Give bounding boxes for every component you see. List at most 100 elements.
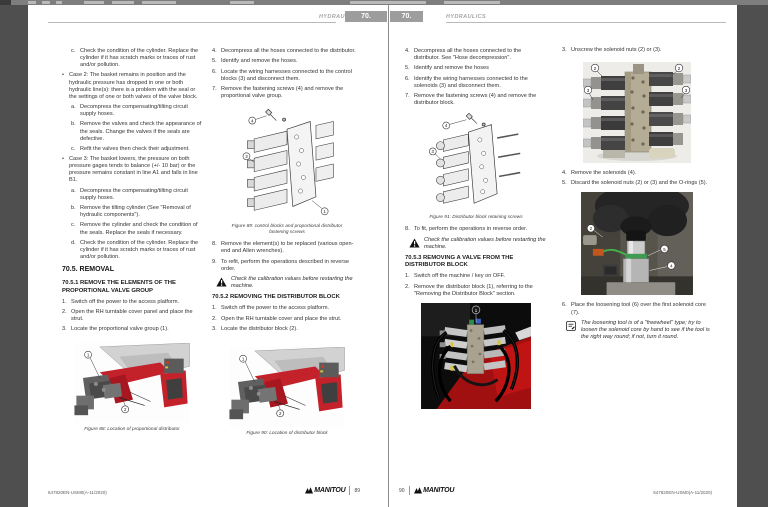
toolbar-button[interactable] xyxy=(28,1,36,4)
manitou-logo-icon xyxy=(304,487,313,494)
item-text: Remove the distributor block (1), referr… xyxy=(414,283,533,297)
list-item: b. Remove the valves and check the appea… xyxy=(71,121,202,142)
page-divider xyxy=(388,5,389,507)
toolbar-button[interactable] xyxy=(230,1,254,4)
brand-logo: MANITOU xyxy=(413,487,455,494)
list-item: 7. Remove the fastening screws (4) and r… xyxy=(212,86,362,100)
item-text: Refit the valves then check their adjust… xyxy=(80,145,190,152)
warning-block: Check the calibration values before rest… xyxy=(409,237,547,251)
footer-divider xyxy=(349,486,351,495)
menu-button[interactable] xyxy=(0,0,11,5)
callout-3-right: 3 xyxy=(680,85,691,99)
item-label: 6. xyxy=(212,68,217,75)
toolbar-button[interactable] xyxy=(444,1,500,4)
figure-91-illustration: 4 3 xyxy=(427,113,525,212)
item-label: 1. xyxy=(62,298,67,305)
subsection-heading: 70.5.2 REMOVING THE DISTRIBUTOR BLOCK xyxy=(212,294,340,301)
bullet-marker xyxy=(62,156,69,184)
toolbar-button[interactable] xyxy=(56,1,62,4)
item-text: Case 3: The basket lowers, the pressure … xyxy=(69,156,198,184)
item-label: c. xyxy=(71,48,76,54)
list-item: 4. Remove the solenoids (4). xyxy=(562,170,712,177)
list-item: 8. To fit, perform the operations in rev… xyxy=(405,226,547,233)
item-text: Remove the tilting cylinder (See "Remova… xyxy=(80,205,191,219)
callout-5: 5 xyxy=(647,245,669,257)
item-text: Locate the wiring harnesses connected to… xyxy=(221,68,352,82)
item-label: 1. xyxy=(405,273,410,280)
footer-document-ref: 647820EN-USM0(A-11/2020) xyxy=(48,490,107,495)
svg-text:2: 2 xyxy=(124,407,127,412)
item-label: d. xyxy=(71,239,76,246)
brand-name: MANITOU xyxy=(314,487,346,494)
callout-1: 1 xyxy=(311,200,329,216)
svg-text:1: 1 xyxy=(323,209,326,214)
svg-text:2: 2 xyxy=(279,411,282,416)
list-item: 1. Switch off the machine / key on OFF. xyxy=(405,273,547,280)
list-item: 6. Identify the wiring harnesses connect… xyxy=(405,76,547,90)
item-label: 5. xyxy=(562,180,567,187)
toolbar-button[interactable] xyxy=(142,1,176,4)
note-block: The loosening tool is of a "freewheel" t… xyxy=(566,320,712,341)
page-89: HYDRAULICS 70. c. Check the condition of… xyxy=(28,5,388,507)
item-text: Identify the wiring harnesses connected … xyxy=(414,75,528,89)
list-item: d. Check the condition of the cylinder. … xyxy=(71,240,202,261)
photo-solenoid-nuts: 2 2 3 3 xyxy=(562,62,712,164)
item-label: 6. xyxy=(405,75,410,82)
item-label: 3. xyxy=(62,326,67,333)
callout-1: 1 xyxy=(239,354,256,383)
list-item: c. Refit the valves then check their adj… xyxy=(71,146,202,153)
item-label: 4. xyxy=(562,170,567,177)
page-90: 70. HYDRAULICS 4. Decompress all the hos… xyxy=(389,5,737,507)
item-label: 8. xyxy=(405,226,410,233)
toolbar-button[interactable] xyxy=(84,1,104,4)
item-text: Remove the valves and check the appearan… xyxy=(80,121,202,142)
header-section-title: HYDRAULICS xyxy=(446,14,487,20)
toolbar-button[interactable] xyxy=(42,1,50,4)
warning-block: Check the calibration values before rest… xyxy=(216,276,362,290)
header-section-title: HYDRAULICS xyxy=(318,14,359,20)
list-item: c. Remove the cylinder and check the con… xyxy=(71,222,202,236)
manitou-logo-icon xyxy=(413,487,422,494)
distributor-block-photo: 1 xyxy=(421,302,531,409)
page-number: 89 xyxy=(354,487,360,494)
page-number: 90 xyxy=(399,487,405,494)
item-text: To fit, perform the operations in revers… xyxy=(414,226,528,233)
item-text: Switch off the power to the access platf… xyxy=(221,305,330,312)
figure-88: 1 2 Figure 88: Location of proportional … xyxy=(62,343,202,433)
item-label: 8. xyxy=(212,241,217,248)
figure-89-illustration: 4 3 1 xyxy=(240,108,334,221)
svg-text:4: 4 xyxy=(251,118,254,123)
item-text: Decompress all the hoses connected to th… xyxy=(221,48,356,54)
item-text: Remove the fastening screws (4) and remo… xyxy=(221,85,344,100)
callout-4: 4 xyxy=(442,119,467,130)
svg-text:2: 2 xyxy=(590,227,593,232)
item-text: Locate the proportional valve group (1). xyxy=(71,326,169,333)
figure-caption: Figure 91: Distributor block retaining s… xyxy=(429,215,523,221)
item-text: To refit, perform the operations describ… xyxy=(221,258,350,272)
item-label: 2. xyxy=(405,283,410,290)
callout-4: 4 xyxy=(649,262,676,272)
item-label: b. xyxy=(71,121,76,128)
item-label: 7. xyxy=(212,85,217,92)
subsection-heading: 70.5.3 REMOVING A VALVE FROM THE DISTRIB… xyxy=(405,254,514,269)
item-label: 3. xyxy=(212,325,217,332)
item-label: 1. xyxy=(212,305,217,312)
toolbar-field[interactable] xyxy=(350,1,426,4)
item-label: 4. xyxy=(212,48,217,54)
list-item: 6. Locate the wiring harnesses connected… xyxy=(212,69,362,83)
item-label: 2. xyxy=(62,308,67,315)
brand-name: MANITOU xyxy=(423,487,455,494)
section-heading: 70.5. REMOVAL xyxy=(62,266,114,274)
callout-3-left: 3 xyxy=(583,85,594,101)
list-item: 3. Unscrew the solenoid nuts (2) or (3). xyxy=(562,47,712,54)
callout-2: 2 xyxy=(586,224,603,238)
list-item: 5. Identify and remove the hoses. xyxy=(212,58,362,65)
svg-text:5: 5 xyxy=(663,247,666,252)
svg-text:1: 1 xyxy=(475,308,478,313)
item-text: Remove the element(s) to be replaced (va… xyxy=(221,241,354,255)
footer-brand-group: 90 MANITOU xyxy=(399,486,454,495)
item-text: Decompress the compensating/tilting circ… xyxy=(80,104,188,118)
list-item: 5. Discard the solenoid nuts (2) or (3) … xyxy=(562,180,712,187)
toolbar-button[interactable] xyxy=(112,1,134,4)
warning-icon xyxy=(409,237,420,251)
